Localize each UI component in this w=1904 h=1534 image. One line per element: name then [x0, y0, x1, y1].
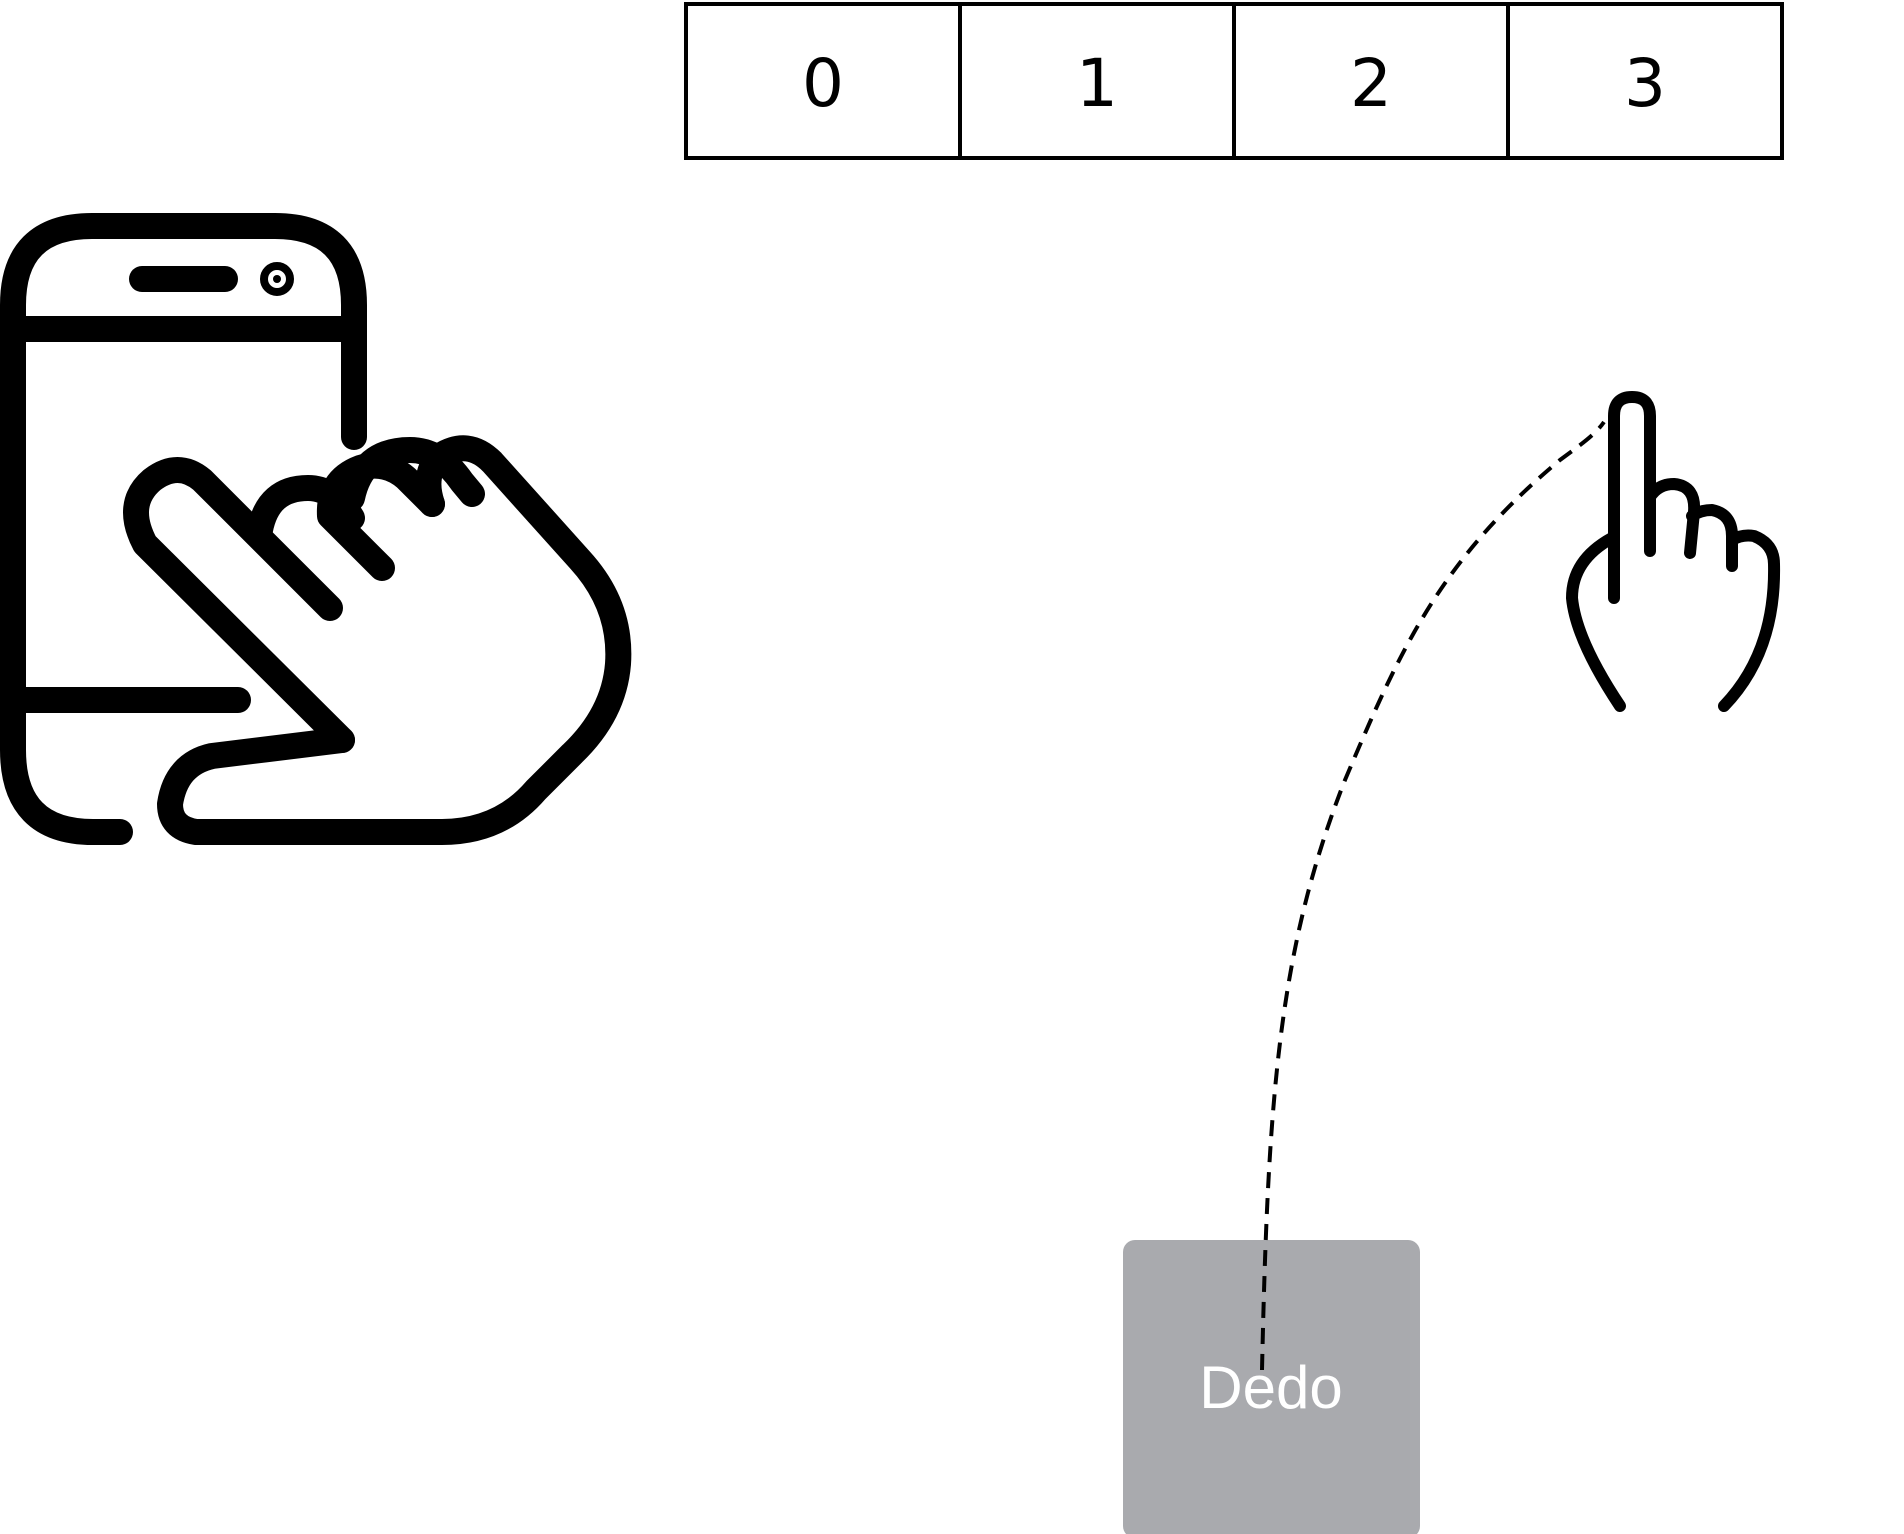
dedo-tile: Dedo	[1123, 1240, 1420, 1534]
array-cell	[1506, 2, 1784, 160]
pointing-finger-icon	[1566, 391, 1781, 712]
dedo-tile-box	[1123, 1240, 1420, 1534]
phone-touch-icon	[0, 213, 632, 845]
index-array	[684, 2, 1784, 160]
dedo-tile-label: Dedo	[1199, 1354, 1342, 1421]
array-cell-label: 2	[1350, 45, 1392, 122]
index-labels: 0 1 2 3	[802, 45, 1666, 122]
array-cell-label: 3	[1624, 45, 1666, 122]
trajectory-path	[1260, 420, 1606, 1371]
array-cell-label: 1	[1076, 45, 1118, 122]
array-cell-label: 0	[802, 45, 844, 122]
